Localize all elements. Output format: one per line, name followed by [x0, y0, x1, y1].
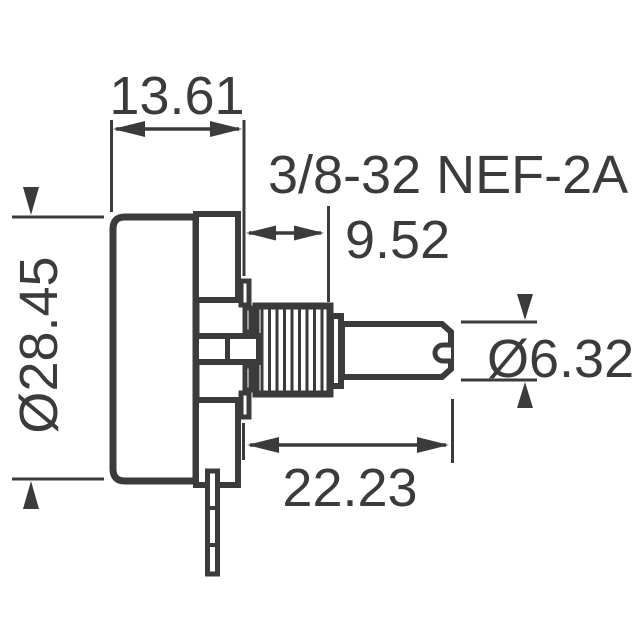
rear-plate-upper	[193, 211, 241, 303]
arrowhead-down	[517, 294, 533, 320]
dim-shaft-length-label: 22.23	[282, 458, 417, 518]
arrowhead-right	[210, 121, 242, 137]
terminal-pin	[205, 468, 220, 577]
dim-bushing-length-label: 9.52	[345, 210, 450, 270]
shaft	[339, 321, 454, 380]
arrowhead-right	[294, 225, 324, 241]
arrowhead-down	[23, 187, 39, 215]
bushing-step-lower-inner	[242, 363, 254, 393]
arrowhead-left	[113, 121, 145, 137]
arrowhead-up	[517, 382, 533, 408]
shaft-slot	[432, 342, 451, 364]
dim-bushing-length: 9.52	[246, 206, 450, 302]
thread-spec-label: 3/8-32 NEF-2A	[268, 145, 628, 205]
dim-shaft-length: 22.23	[242, 399, 454, 518]
pot-body	[109, 213, 200, 485]
bushing-step-lower-outer	[238, 390, 252, 420]
bushing-step-upper-outer	[238, 278, 252, 308]
arrowhead-up	[23, 481, 39, 509]
arrowhead-left	[246, 225, 276, 241]
thread-hatch-lines	[260, 307, 324, 393]
dim-shaft-diameter: Ø6.32	[461, 294, 634, 408]
dim-body-depth-label: 13.61	[109, 66, 244, 126]
dim-body-diameter-label: Ø28.45	[9, 256, 69, 433]
dim-body-depth: 13.61	[109, 66, 246, 276]
bushing-step-upper-inner	[242, 305, 254, 335]
dim-shaft-diameter-label: Ø6.32	[487, 329, 634, 389]
arrowhead-left	[247, 437, 279, 453]
dim-body-diameter: Ø28.45	[9, 187, 104, 509]
arrowhead-right	[417, 437, 449, 453]
